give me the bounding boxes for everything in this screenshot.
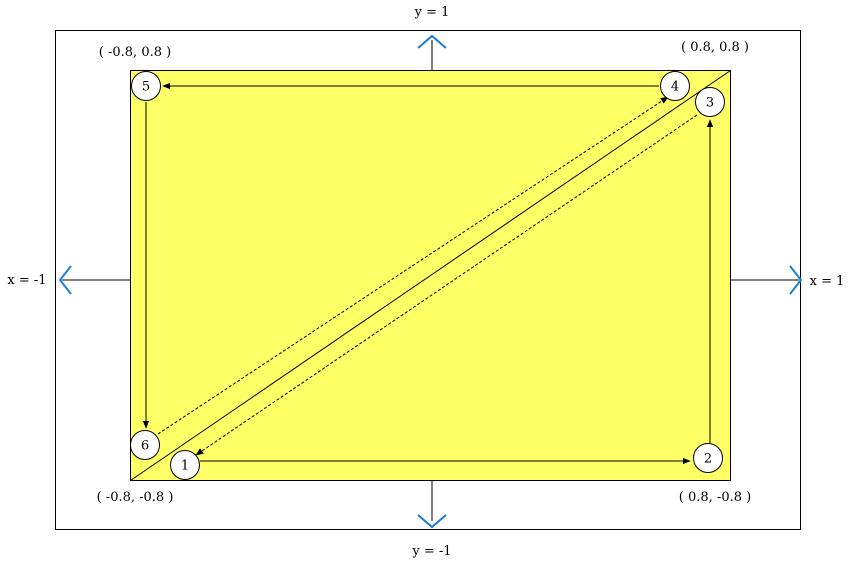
- vertex-label-4: 4: [671, 80, 679, 95]
- quad-diagonal: [130, 70, 731, 481]
- vertex-node-1: 1: [170, 450, 200, 480]
- vertex-node-5: 5: [131, 71, 161, 101]
- vertex-label-1: 1: [181, 459, 189, 474]
- vertex-label-6: 6: [141, 439, 149, 454]
- vertex-node-6: 6: [130, 430, 160, 460]
- corner-label-top-left: ( -0.8, 0.8 ): [99, 45, 171, 60]
- vertex-label-2: 2: [704, 452, 712, 467]
- vertex-label-3: 3: [706, 96, 714, 111]
- corner-label-bottom-left: ( -0.8, -0.8 ): [97, 490, 174, 505]
- left-bound-label: x = -1: [7, 273, 46, 288]
- vertex-node-3: 3: [695, 87, 725, 117]
- vertex-node-4: 4: [660, 71, 690, 101]
- right-bound-label: x = 1: [810, 274, 845, 289]
- edge-3-to-1: [195, 114, 698, 456]
- corner-label-top-right: ( 0.8, 0.8 ): [681, 40, 749, 55]
- chevron-down-icon: [417, 514, 447, 529]
- chevron-right-icon: [789, 265, 803, 295]
- top-bound-label: y = 1: [414, 5, 450, 20]
- corner-label-bottom-right: ( 0.8, -0.8 ): [679, 490, 751, 505]
- vertex-node-2: 2: [693, 443, 723, 473]
- chevron-left-icon: [58, 265, 72, 295]
- bottom-bound-label: y = -1: [411, 544, 451, 559]
- chevron-up-icon: [417, 34, 447, 49]
- edge-6-to-4: [157, 96, 669, 435]
- vertex-label-5: 5: [142, 80, 150, 95]
